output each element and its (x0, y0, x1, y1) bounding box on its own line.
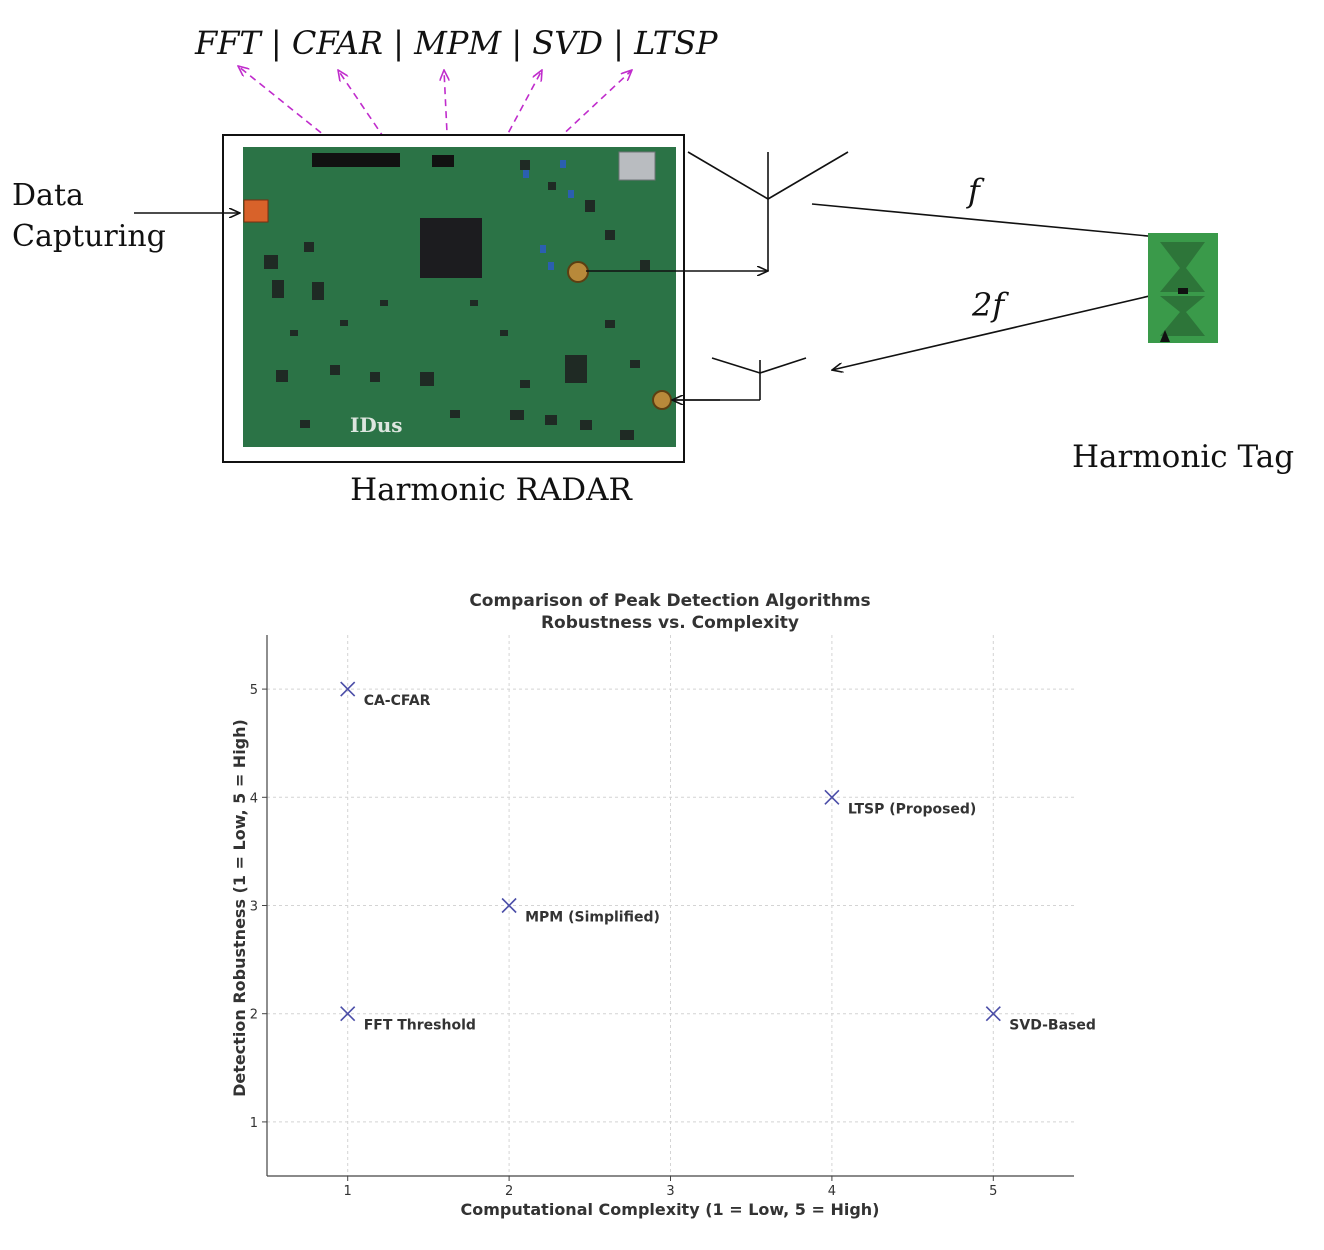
x-tick-label: 1 (344, 1184, 352, 1199)
chart-xlabel: Computational Complexity (1 = Low, 5 = H… (460, 1200, 879, 1219)
point-label: LTSP (Proposed) (848, 801, 976, 817)
point-marker-stroke (824, 789, 840, 805)
board-logo: IDus (350, 413, 403, 437)
tag-marker-icon (1160, 330, 1170, 342)
harmonic-tag (1148, 233, 1218, 343)
scatter-point: LTSP (Proposed) (824, 789, 976, 817)
processor-chip (420, 218, 482, 278)
rx-antenna (674, 357, 807, 401)
x-tick-label: 5 (989, 1184, 997, 1199)
tx-rf-connector (567, 261, 589, 283)
pin-header-small (432, 155, 454, 167)
point-marker-stroke (501, 897, 517, 914)
scatter-point: MPM (Simplified) (501, 897, 660, 926)
tx-frequency-label: f (966, 172, 985, 210)
data-capturing-label-line2: Capturing (12, 219, 166, 254)
x-tick-label: 4 (828, 1184, 836, 1199)
point-label: MPM (Simplified) (525, 910, 660, 926)
chart-grid (267, 635, 1074, 1176)
point-label: FFT Threshold (364, 1018, 476, 1034)
y-tick-label: 2 (250, 1008, 258, 1023)
chart-ylabel: Detection Robustness (1 = Low, 5 = High) (230, 719, 249, 1097)
chart-title-line1: Comparison of Peak Detection Algorithms (469, 591, 870, 611)
radar-caption: Harmonic RADAR (350, 472, 633, 508)
scatter-chart: Comparison of Peak Detection Algorithms … (230, 591, 1096, 1219)
chart-points: FFT Threshold CA-CFAR MPM (Simplified) SVD-… (340, 681, 1096, 1034)
pin-header (312, 153, 400, 167)
radar-pcb: IDus (243, 147, 676, 447)
y-tick-label: 3 (250, 900, 258, 915)
x-tick-label: 2 (505, 1184, 513, 1199)
point-label: SVD-Based (1009, 1018, 1096, 1034)
chart-ticks: 1 2 3 4 5 1 2 3 4 5 (250, 683, 998, 1199)
capacitors (523, 160, 574, 270)
point-marker-stroke (340, 1006, 356, 1022)
y-tick-label: 4 (250, 791, 258, 806)
scatter-point: CA-CFAR (340, 681, 431, 709)
tx-antenna (687, 151, 849, 271)
scatter-point: FFT Threshold (340, 1006, 476, 1034)
point-label: CA-CFAR (364, 693, 431, 709)
tx-signal-arrow (811, 203, 1190, 240)
pcb-shade (243, 147, 676, 447)
data-capturing-label-line1: Data (12, 178, 84, 213)
scatter-point: SVD-Based (985, 1006, 1096, 1034)
system-diagram: FFT | CFAR | MPM | SVD | LTSP (12, 24, 1294, 508)
data-port (243, 199, 269, 223)
x-tick-label: 3 (666, 1184, 674, 1199)
smd-components (264, 160, 650, 440)
point-marker-stroke (985, 1006, 1001, 1022)
rx-signal-arrow (832, 293, 1159, 370)
tag-diode (1178, 288, 1188, 294)
chart-title-line2: Robustness vs. Complexity (541, 613, 799, 633)
tag-antenna-lower (1160, 296, 1205, 336)
y-tick-label: 5 (250, 683, 258, 698)
algorithms-label: FFT | CFAR | MPM | SVD | LTSP (194, 24, 718, 62)
y-tick-label: 1 (250, 1116, 258, 1131)
usb-connector (618, 151, 656, 181)
point-marker-stroke (340, 681, 356, 697)
rx-frequency-label: 2f (971, 286, 1009, 324)
arrow-to-svd (451, 70, 542, 239)
rx-rf-connector (652, 390, 672, 410)
tag-antenna-upper (1160, 242, 1205, 292)
tag-caption: Harmonic Tag (1072, 439, 1294, 475)
